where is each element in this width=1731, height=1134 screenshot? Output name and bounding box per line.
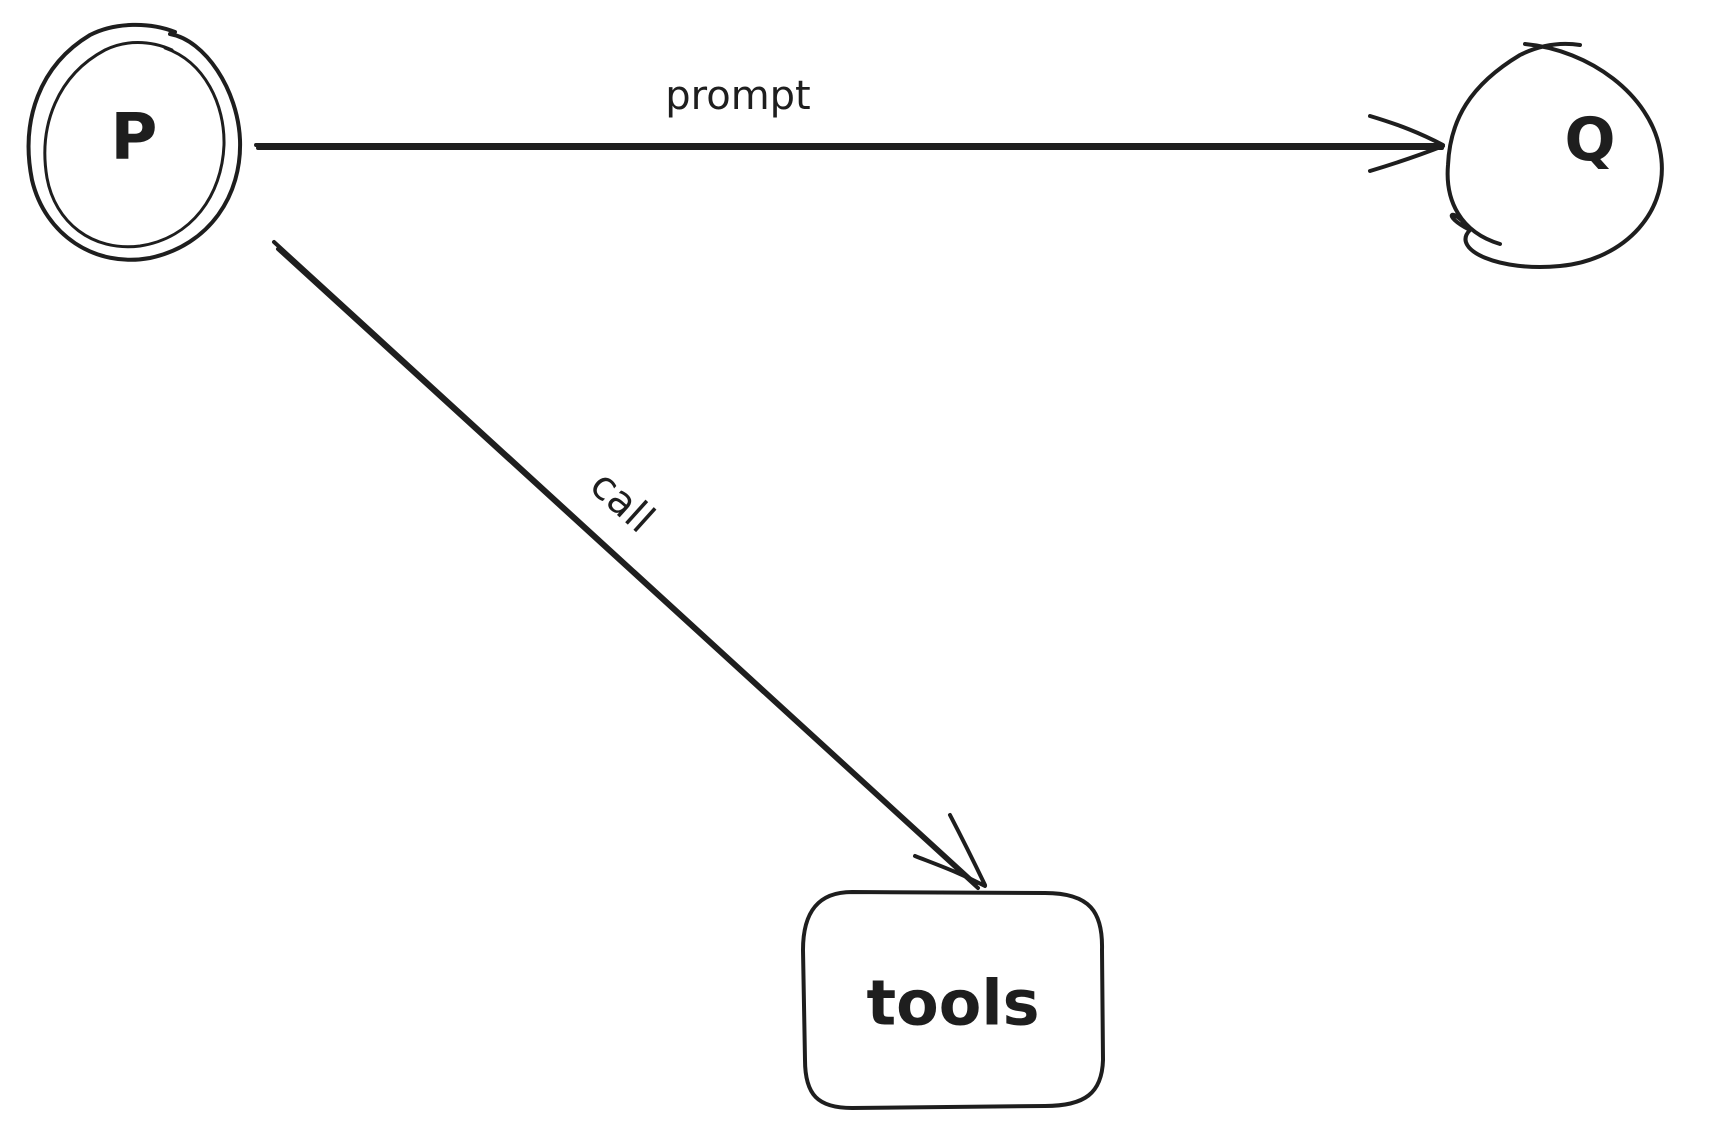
edge-call[interactable]: call [272, 240, 987, 890]
edge-prompt[interactable]: prompt [254, 73, 1445, 173]
edge-call-label: call [581, 462, 663, 542]
node-p[interactable]: P [26, 22, 243, 262]
edge-prompt-line [254, 143, 1444, 150]
edge-call-arrowhead [913, 813, 987, 888]
edge-call-line [272, 240, 980, 890]
node-p-outer-ring [26, 22, 243, 262]
node-tools-label: tools [867, 967, 1040, 1040]
node-tools-box [801, 890, 1105, 1110]
node-p-label: P [111, 101, 158, 175]
node-tools[interactable]: tools [801, 890, 1105, 1110]
node-p-inner-ring [43, 41, 226, 249]
edge-prompt-arrowhead [1368, 114, 1445, 173]
node-q-ring [1445, 41, 1664, 269]
edge-prompt-label: prompt [665, 73, 810, 119]
node-q[interactable]: Q [1445, 41, 1664, 269]
node-q-label: Q [1564, 105, 1615, 175]
